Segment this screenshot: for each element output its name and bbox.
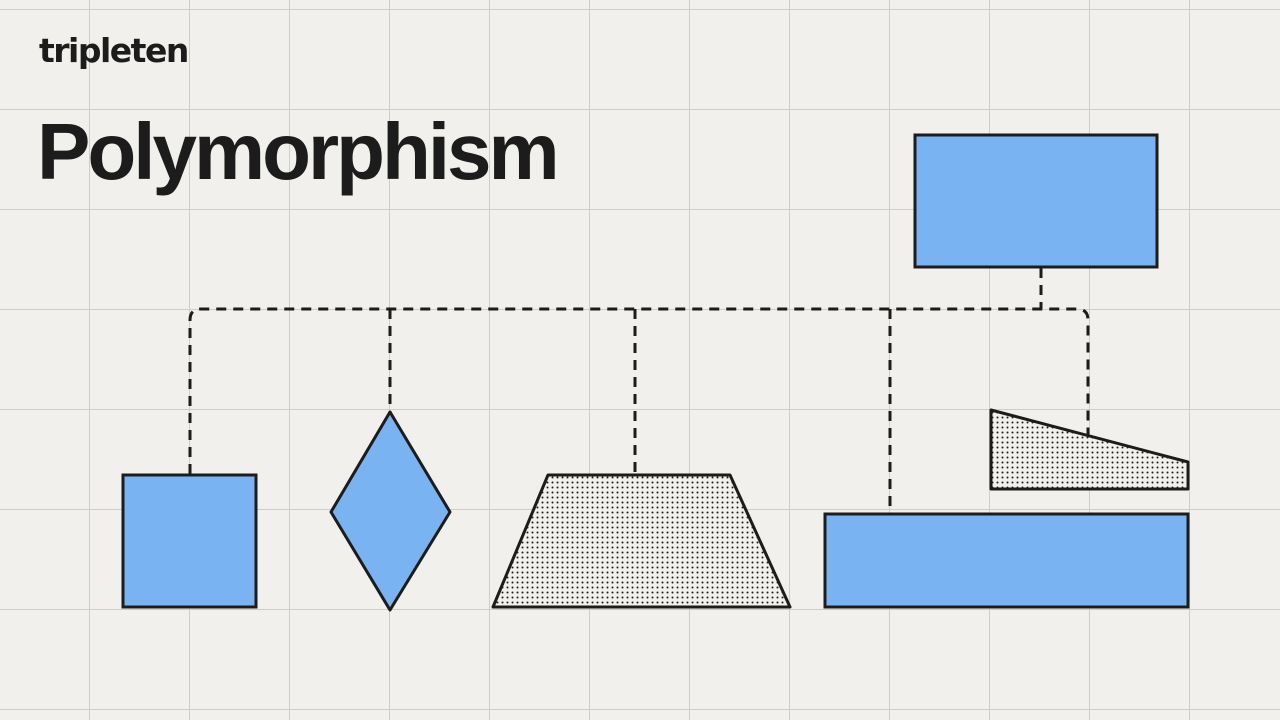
child-wedge (989, 408, 1190, 491)
page-title: Polymorphism (37, 107, 560, 196)
tripleten-logo: tripleten (39, 31, 189, 70)
child-square (121, 473, 258, 609)
child-trapezoid (491, 473, 792, 609)
connector-bus (188, 307, 1090, 474)
parent-rectangle (913, 133, 1159, 269)
child-diamond (329, 410, 452, 612)
connector-lines (188, 268, 1090, 513)
child-wide-rectangle (823, 512, 1190, 609)
